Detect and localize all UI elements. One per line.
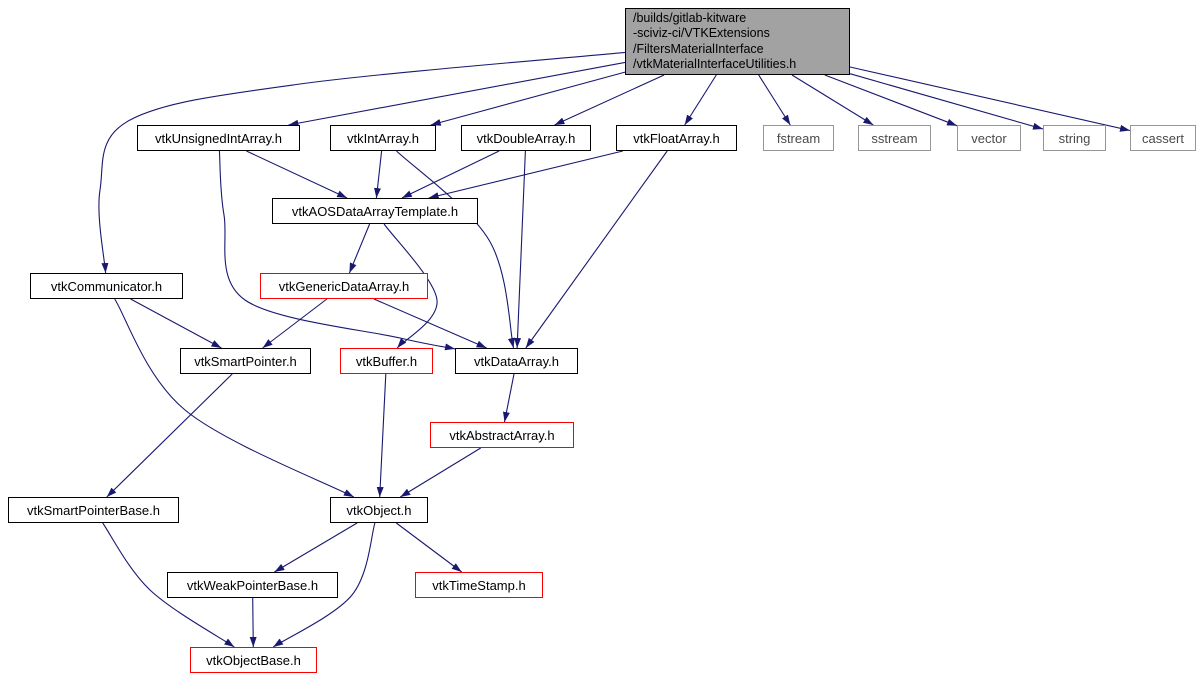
- edge-root-to-vector: [824, 74, 958, 127]
- node-root: /builds/gitlab-kitware -sciviz-ci/VTKExt…: [625, 8, 850, 75]
- edge-vtkCommunicator-to-vtkObject: [114, 298, 355, 498]
- edge-vtkWeakPointerBase-to-vtkObjectBase: [249, 597, 257, 648]
- node-vtkSmartPointerBase[interactable]: vtkSmartPointerBase.h: [8, 497, 179, 523]
- node-vtkObjectBase[interactable]: vtkObjectBase.h: [190, 647, 317, 673]
- node-vtkCommunicator[interactable]: vtkCommunicator.h: [30, 273, 183, 299]
- edge-root-to-vtkFloatArray: [684, 74, 717, 126]
- edge-vtkObject-to-vtkTimeStamp: [395, 522, 463, 573]
- edge-vtkDoubleArray-to-vtkAOSDataArrayTemplate: [401, 150, 500, 199]
- edge-vtkGenericDataArray-to-vtkSmartPointer: [262, 298, 328, 349]
- edge-vtkCommunicator-to-vtkSmartPointer: [130, 298, 222, 349]
- edge-vtkObject-to-vtkWeakPointerBase: [274, 522, 358, 573]
- edge-vtkFloatArray-to-vtkDataArray: [525, 150, 668, 349]
- node-fstream: fstream: [763, 125, 834, 151]
- edge-vtkAOSDataArrayTemplate-to-vtkBuffer: [383, 223, 438, 349]
- edge-root-to-vtkDoubleArray: [554, 74, 665, 126]
- edge-vtkBuffer-to-vtkObject: [376, 373, 387, 498]
- node-vtkAbstractArray[interactable]: vtkAbstractArray.h: [430, 422, 574, 448]
- node-vtkSmartPointer[interactable]: vtkSmartPointer.h: [180, 348, 311, 374]
- edge-vtkDoubleArray-to-vtkDataArray: [514, 150, 526, 349]
- edge-vtkAbstractArray-to-vtkObject: [400, 447, 481, 498]
- node-vtkGenericDataArray[interactable]: vtkGenericDataArray.h: [260, 273, 428, 299]
- node-vtkFloatArray[interactable]: vtkFloatArray.h: [616, 125, 737, 151]
- edge-vtkDataArray-to-vtkAbstractArray: [503, 373, 515, 423]
- edge-root-to-string: [849, 73, 1044, 130]
- node-cassert: cassert: [1130, 125, 1196, 151]
- node-sstream: sstream: [858, 125, 931, 151]
- edge-vtkObject-to-vtkObjectBase: [272, 522, 376, 648]
- edge-vtkFloatArray-to-vtkAOSDataArrayTemplate: [428, 150, 623, 200]
- edge-vtkUnsignedIntArray-to-vtkDataArray: [218, 150, 456, 351]
- node-vtkDoubleArray[interactable]: vtkDoubleArray.h: [461, 125, 591, 151]
- node-vtkDataArray[interactable]: vtkDataArray.h: [455, 348, 578, 374]
- edge-vtkAOSDataArrayTemplate-to-vtkGenericDataArray: [348, 223, 371, 274]
- edge-vtkGenericDataArray-to-vtkDataArray: [373, 298, 487, 349]
- edge-root-to-fstream: [758, 74, 791, 126]
- edge-vtkUnsignedIntArray-to-vtkAOSDataArrayTemplate: [246, 150, 348, 199]
- node-vtkWeakPointerBase[interactable]: vtkWeakPointerBase.h: [167, 572, 338, 598]
- edge-vtkIntArray-to-vtkDataArray: [396, 150, 515, 349]
- node-vector: vector: [957, 125, 1021, 151]
- edge-vtkIntArray-to-vtkAOSDataArrayTemplate: [374, 150, 383, 199]
- edge-root-to-vtkIntArray: [430, 71, 626, 126]
- node-vtkIntArray[interactable]: vtkIntArray.h: [330, 125, 436, 151]
- node-vtkTimeStamp[interactable]: vtkTimeStamp.h: [415, 572, 543, 598]
- node-vtkUnsignedIntArray[interactable]: vtkUnsignedIntArray.h: [137, 125, 300, 151]
- edge-vtkSmartPointer-to-vtkSmartPointerBase: [106, 373, 233, 498]
- edge-root-to-cassert: [849, 66, 1131, 132]
- node-vtkObject[interactable]: vtkObject.h: [330, 497, 428, 523]
- node-string: string: [1043, 125, 1106, 151]
- edge-vtkSmartPointerBase-to-vtkObjectBase: [102, 522, 235, 648]
- edge-root-to-vtkUnsignedIntArray: [288, 61, 626, 127]
- edge-root-to-sstream: [791, 74, 874, 126]
- edge-root-to-vtkCommunicator: [98, 51, 626, 274]
- node-vtkBuffer[interactable]: vtkBuffer.h: [340, 348, 433, 374]
- node-vtkAOSDataArrayTemplate[interactable]: vtkAOSDataArrayTemplate.h: [272, 198, 478, 224]
